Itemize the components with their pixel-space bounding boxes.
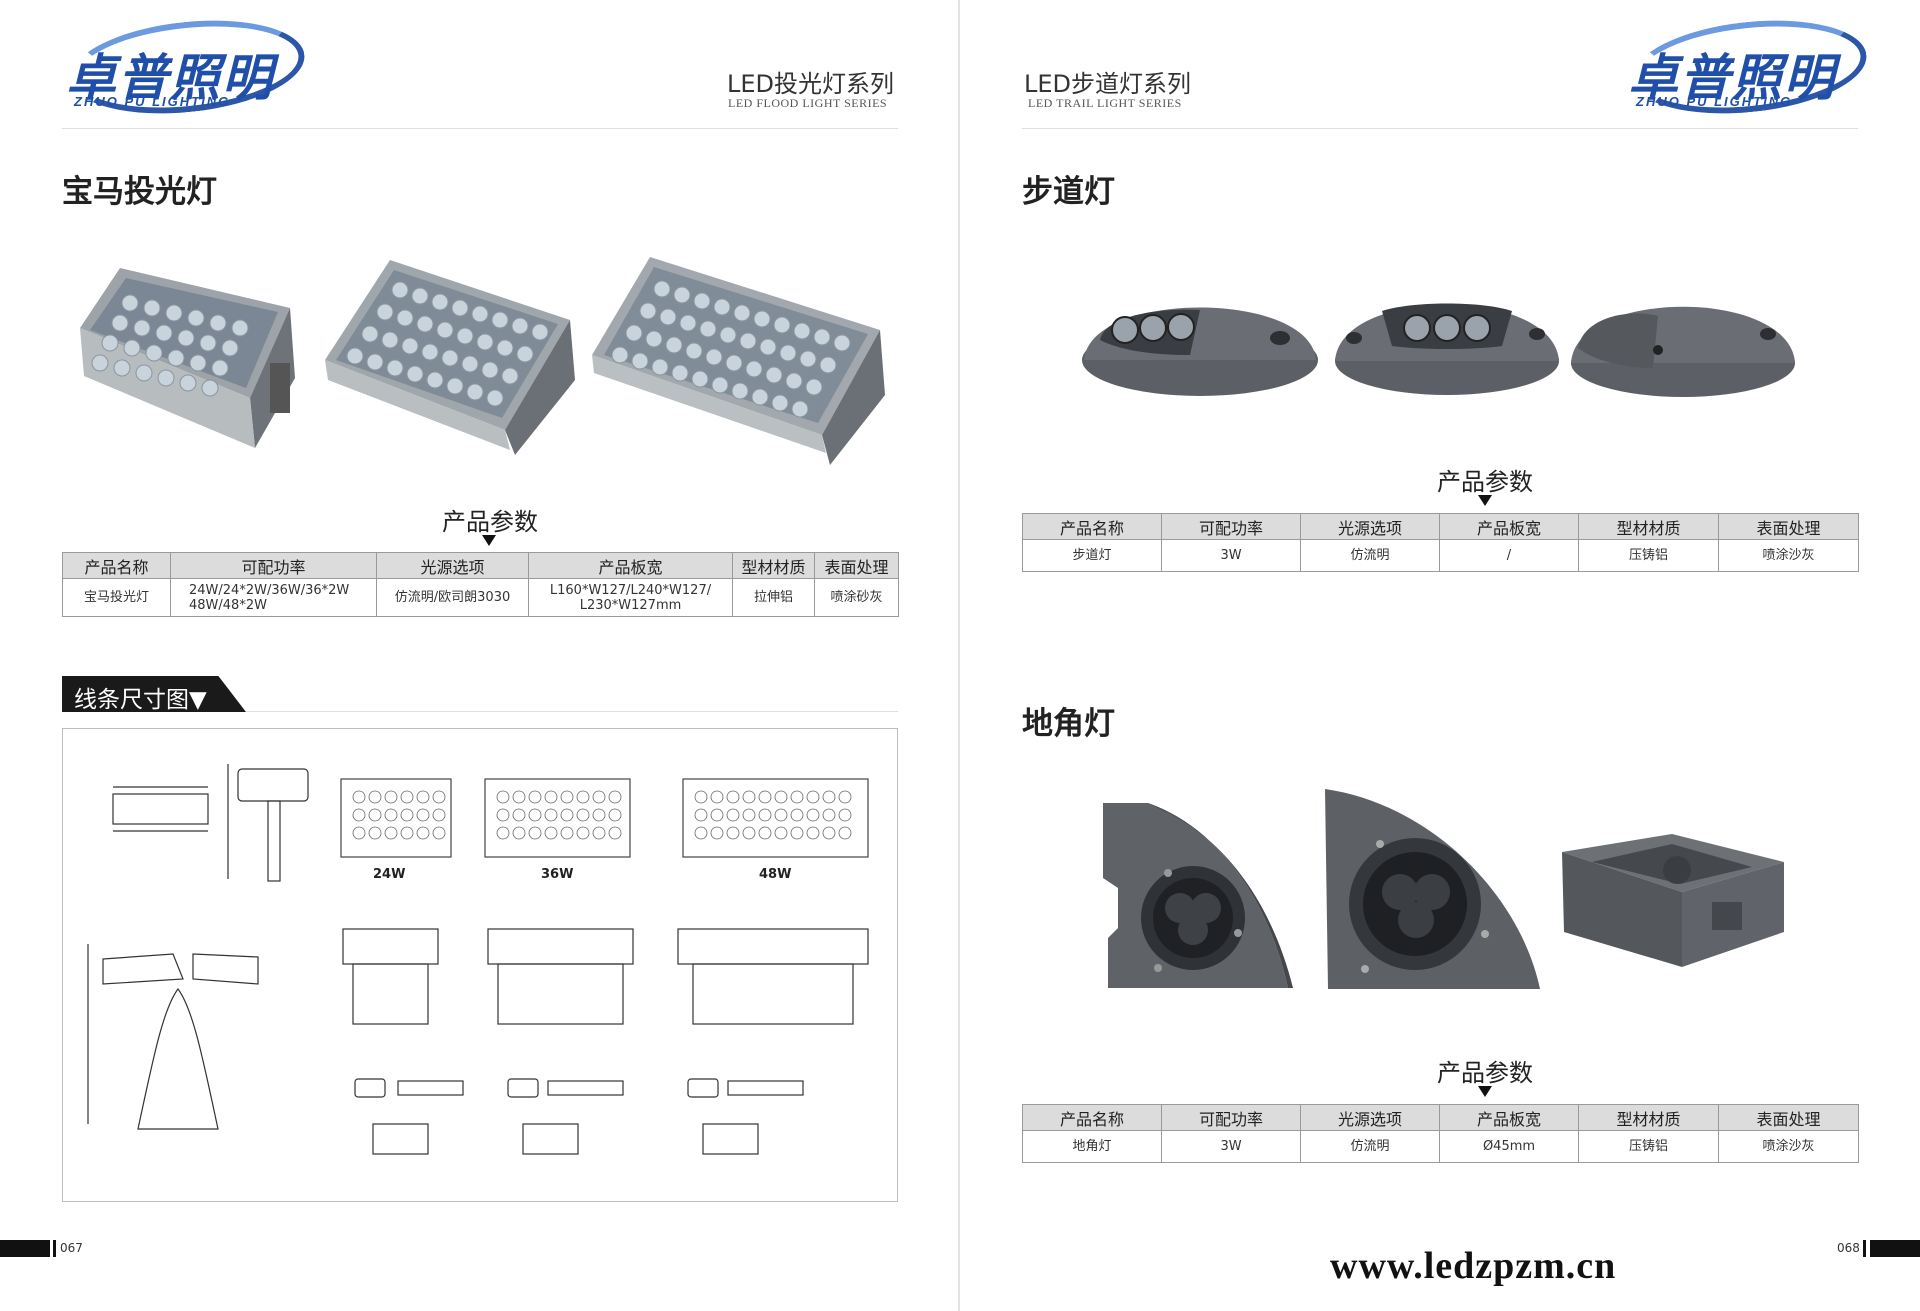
header-divider	[1022, 128, 1858, 129]
params-title: 产品参数	[442, 508, 538, 536]
spec-table-step-light: 产品名称 可配功率 光源选项 产品板宽 型材材质 表面处理 步道灯 3W 仿流明…	[1022, 513, 1859, 572]
table-cell: 宝马投光灯	[62, 578, 171, 617]
table-cell: L160*W127/L240*W127/ L230*W127mm	[528, 578, 733, 617]
down-arrow-icon	[1478, 1086, 1492, 1097]
table-header: 产品名称	[1022, 1104, 1162, 1131]
series-title: LED步道灯系列	[1024, 70, 1192, 98]
table-header: 可配功率	[1161, 1104, 1301, 1131]
table-cell: Ø45mm	[1439, 1130, 1579, 1163]
table-header: 可配功率	[1161, 513, 1301, 540]
brand-logo: 卓普照明 ZHUO PU LIGHTING	[1622, 9, 1872, 125]
table-cell: 步道灯	[1022, 539, 1162, 572]
table-cell: 仿流明/欧司朗3030	[376, 578, 529, 617]
table-header: 产品板宽	[1439, 1104, 1579, 1131]
table-row: 步道灯 3W 仿流明 / 压铸铝 喷涂沙灰	[1022, 539, 1859, 572]
footer-mark	[1863, 1240, 1866, 1257]
table-cell: 24W/24*2W/36W/36*2W 48W/48*2W	[170, 578, 377, 617]
footer-mark	[53, 1240, 56, 1257]
corner-light-3-image	[1562, 834, 1784, 967]
table-cell: 仿流明	[1300, 539, 1440, 572]
brand-logo: 卓普照明 ZHUO PU LIGHTING	[60, 9, 310, 125]
params-title: 产品参数	[1437, 468, 1533, 496]
table-header: 产品名称	[62, 552, 171, 579]
series-title: LED投光灯系列	[727, 70, 895, 98]
dimension-heading: 线条尺寸图▼	[62, 676, 246, 713]
left-page: 卓普照明 ZHUO PU LIGHTING LED投光灯系列 LED FLOOD…	[0, 9, 899, 1257]
table-header: 可配功率	[170, 552, 377, 579]
table-cell: 3W	[1161, 1130, 1301, 1163]
params-title: 产品参数	[1437, 1059, 1533, 1087]
table-header: 产品板宽	[1439, 513, 1579, 540]
table-cell: 拉伸铝	[732, 578, 815, 617]
section-title: 地角灯	[1022, 706, 1115, 742]
table-header: 表面处理	[1718, 1104, 1859, 1131]
step-light-2-image	[1335, 303, 1559, 395]
table-header-row: 产品名称 可配功率 光源选项 产品板宽 型材材质 表面处理	[62, 552, 899, 579]
table-header-row: 产品名称 可配功率 光源选项 产品板宽 型材材质 表面处理	[1022, 513, 1859, 540]
footer-bar	[1870, 1240, 1920, 1257]
spec-table-corner-light: 产品名称 可配功率 光源选项 产品板宽 型材材质 表面处理 地角灯 3W 仿流明…	[1022, 1104, 1859, 1163]
dimension-drawing: 24W 36W 48W	[62, 728, 898, 1202]
table-header: 光源选项	[1300, 513, 1440, 540]
table-row: 宝马投光灯 24W/24*2W/36W/36*2W 48W/48*2W 仿流明/…	[62, 578, 899, 617]
technical-drawing	[87, 764, 869, 1155]
table-header: 型材材质	[1578, 513, 1719, 540]
flood-light-48w-image	[592, 257, 885, 465]
table-row: 地角灯 3W 仿流明 Ø45mm 压铸铝 喷涂沙灰	[1022, 1130, 1859, 1163]
table-header: 光源选项	[1300, 1104, 1440, 1131]
dimension-divider	[246, 711, 898, 712]
right-page: LED步道灯系列 LED TRAIL LIGHT SERIES 卓普照明 ZHU…	[960, 0, 1920, 1311]
flood-light-36w-image	[325, 260, 575, 455]
website-url[interactable]: www.ledzpzm.cn	[1330, 1245, 1617, 1287]
table-header: 型材材质	[732, 552, 815, 579]
table-cell: 3W	[1161, 539, 1301, 572]
footer-bar	[0, 1240, 50, 1257]
table-header: 产品板宽	[528, 552, 733, 579]
table-header: 表面处理	[1718, 513, 1859, 540]
page-spine	[958, 0, 960, 1311]
section-title: 宝马投光灯	[62, 174, 217, 210]
page-number: 067	[60, 1241, 83, 1255]
flood-light-24w-image	[80, 268, 295, 448]
table-cell: 压铸铝	[1578, 1130, 1719, 1163]
page-number: 068	[1837, 1241, 1860, 1255]
corner-light-2-image	[1325, 789, 1540, 989]
table-cell: 压铸铝	[1578, 539, 1719, 572]
corner-light-1-image	[1103, 803, 1293, 988]
dimension-label: 48W	[759, 867, 792, 882]
series-subtitle: LED TRAIL LIGHT SERIES	[1028, 96, 1182, 110]
spec-table: 产品名称 可配功率 光源选项 产品板宽 型材材质 表面处理 宝马投光灯 24W/…	[62, 552, 899, 617]
dimension-label: 24W	[373, 867, 406, 882]
table-cell: 地角灯	[1022, 1130, 1162, 1163]
section-title: 步道灯	[1022, 174, 1115, 210]
table-cell: 喷涂砂灰	[814, 578, 899, 617]
step-light-1-image	[1082, 307, 1318, 396]
table-cell: 喷涂沙灰	[1718, 539, 1859, 572]
table-header: 产品名称	[1022, 513, 1162, 540]
series-subtitle: LED FLOOD LIGHT SERIES	[728, 96, 888, 110]
table-header: 型材材质	[1578, 1104, 1719, 1131]
table-header-row: 产品名称 可配功率 光源选项 产品板宽 型材材质 表面处理	[1022, 1104, 1859, 1131]
down-arrow-icon	[482, 535, 496, 546]
header-divider	[62, 128, 898, 129]
down-arrow-icon	[1478, 495, 1492, 506]
table-cell: 仿流明	[1300, 1130, 1440, 1163]
table-header: 光源选项	[376, 552, 529, 579]
table-cell: /	[1439, 539, 1579, 572]
table-cell: 喷涂沙灰	[1718, 1130, 1859, 1163]
table-header: 表面处理	[814, 552, 899, 579]
dimension-label: 36W	[541, 867, 574, 882]
step-light-3-image	[1571, 306, 1795, 397]
